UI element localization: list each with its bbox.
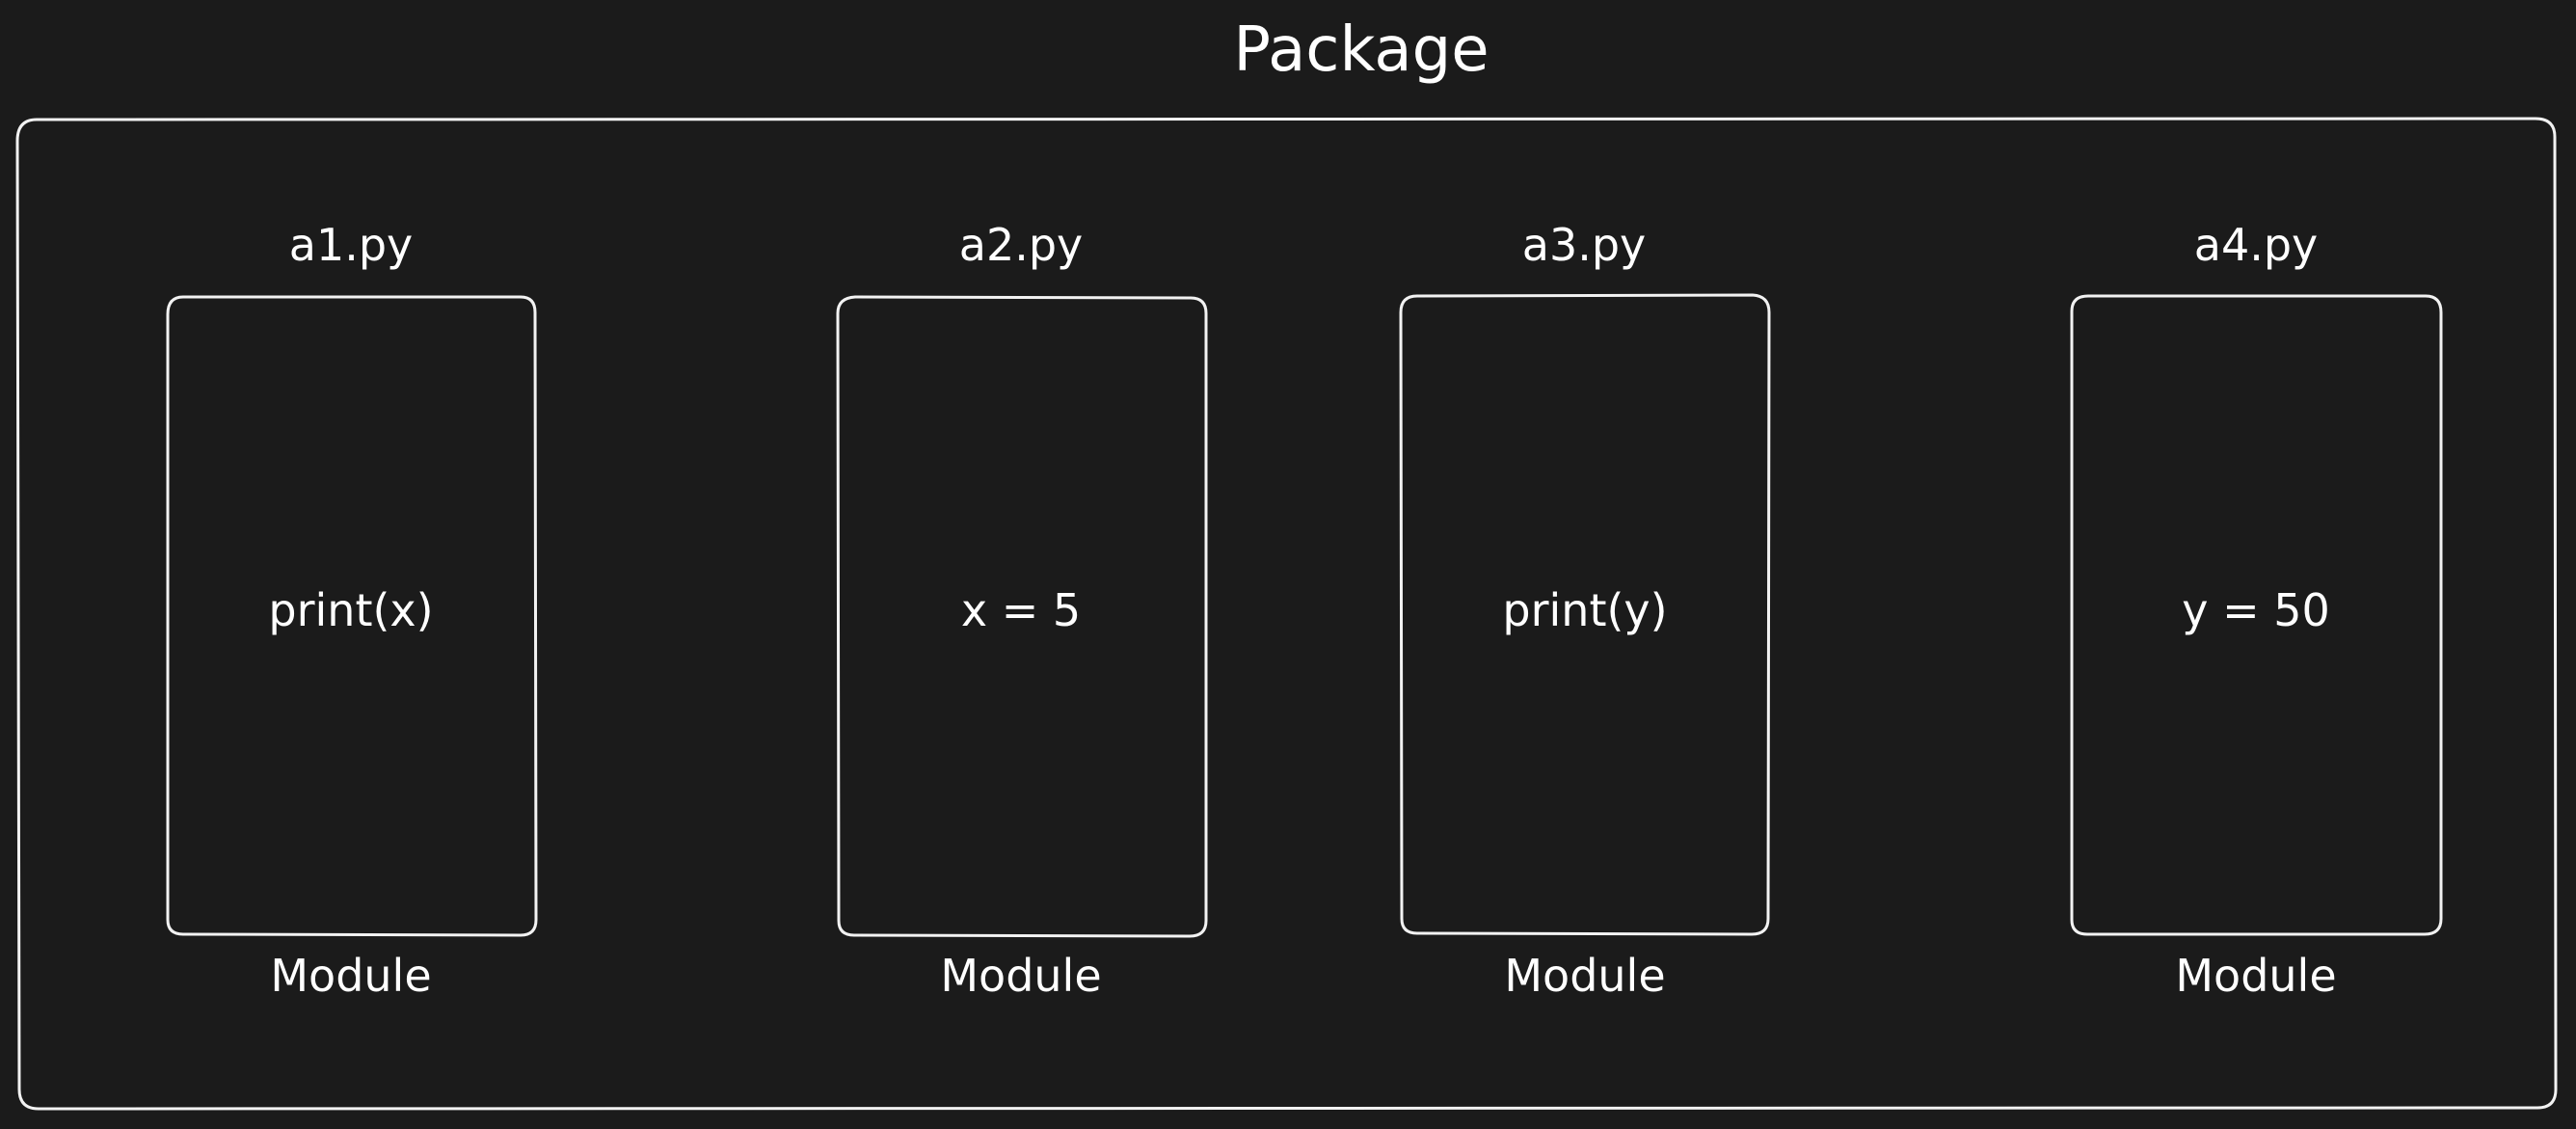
module-label-a2: Module (940, 950, 1102, 1002)
module-filename-a1: a1.py (288, 219, 414, 271)
module-code-a2: x = 5 (960, 584, 1082, 636)
package-title: Package (1233, 14, 1489, 86)
module-label-a3: Module (1504, 950, 1666, 1002)
module-label-a4: Module (2175, 950, 2337, 1002)
module-filename-a3: a3.py (1521, 219, 1647, 271)
module-box-a4 (2070, 294, 2443, 936)
module-code-a1: print(x) (268, 584, 434, 636)
module-box-a3 (1399, 293, 1771, 936)
module-box-a1 (166, 295, 538, 937)
module-filename-a2: a2.py (958, 219, 1084, 271)
module-filename-a4: a4.py (2193, 219, 2319, 271)
module-label-a1: Module (270, 950, 432, 1002)
package-container (15, 117, 2558, 1111)
module-box-a2 (836, 295, 1208, 938)
module-code-a3: print(y) (1502, 584, 1668, 636)
module-code-a4: y = 50 (2182, 584, 2330, 636)
